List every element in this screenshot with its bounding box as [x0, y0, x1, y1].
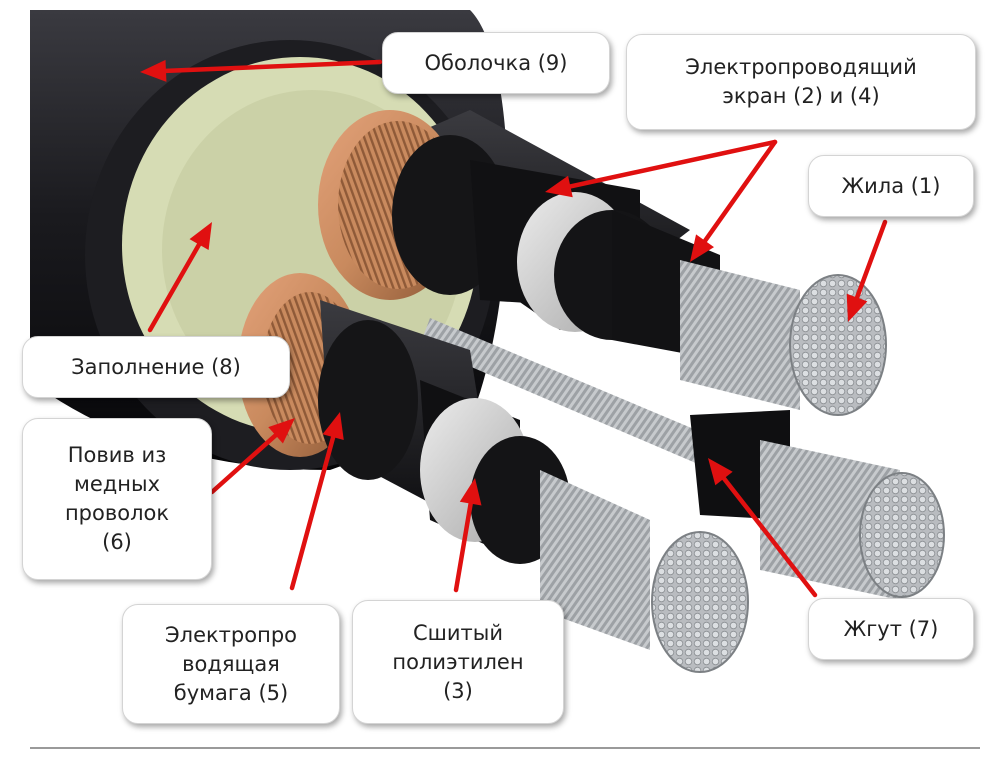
- label-copper-wire-winding: Повив из медных проволок (6): [22, 418, 212, 580]
- label-filling: Заполнение (8): [22, 336, 290, 398]
- label-core: Жила (1): [808, 155, 974, 217]
- arrow-paper: [289, 412, 344, 591]
- label-sheath: Оболочка (9): [382, 32, 610, 94]
- arrow-sheath: [140, 59, 383, 82]
- label-xlpe-insulation: Сшитый полиэтилен (3): [352, 600, 564, 724]
- arrow-winding: [209, 418, 295, 495]
- pointer-arrows: [140, 59, 888, 598]
- arrow-xlpe: [453, 478, 482, 593]
- upper-core: [318, 110, 887, 416]
- front-core: [238, 273, 749, 673]
- arrow-filling: [147, 222, 212, 333]
- right-core: [690, 410, 945, 600]
- label-conductive-paper: Электропро водящая бумага (5): [122, 604, 340, 724]
- arrow-screen-upper: [545, 139, 778, 198]
- arrow-screen-lower: [690, 139, 778, 262]
- arrow-bundle: [708, 458, 818, 598]
- arrow-core: [846, 219, 888, 322]
- label-conductive-screen: Электропроводящий экран (2) и (4): [626, 34, 976, 130]
- label-bundle: Жгут (7): [808, 598, 974, 660]
